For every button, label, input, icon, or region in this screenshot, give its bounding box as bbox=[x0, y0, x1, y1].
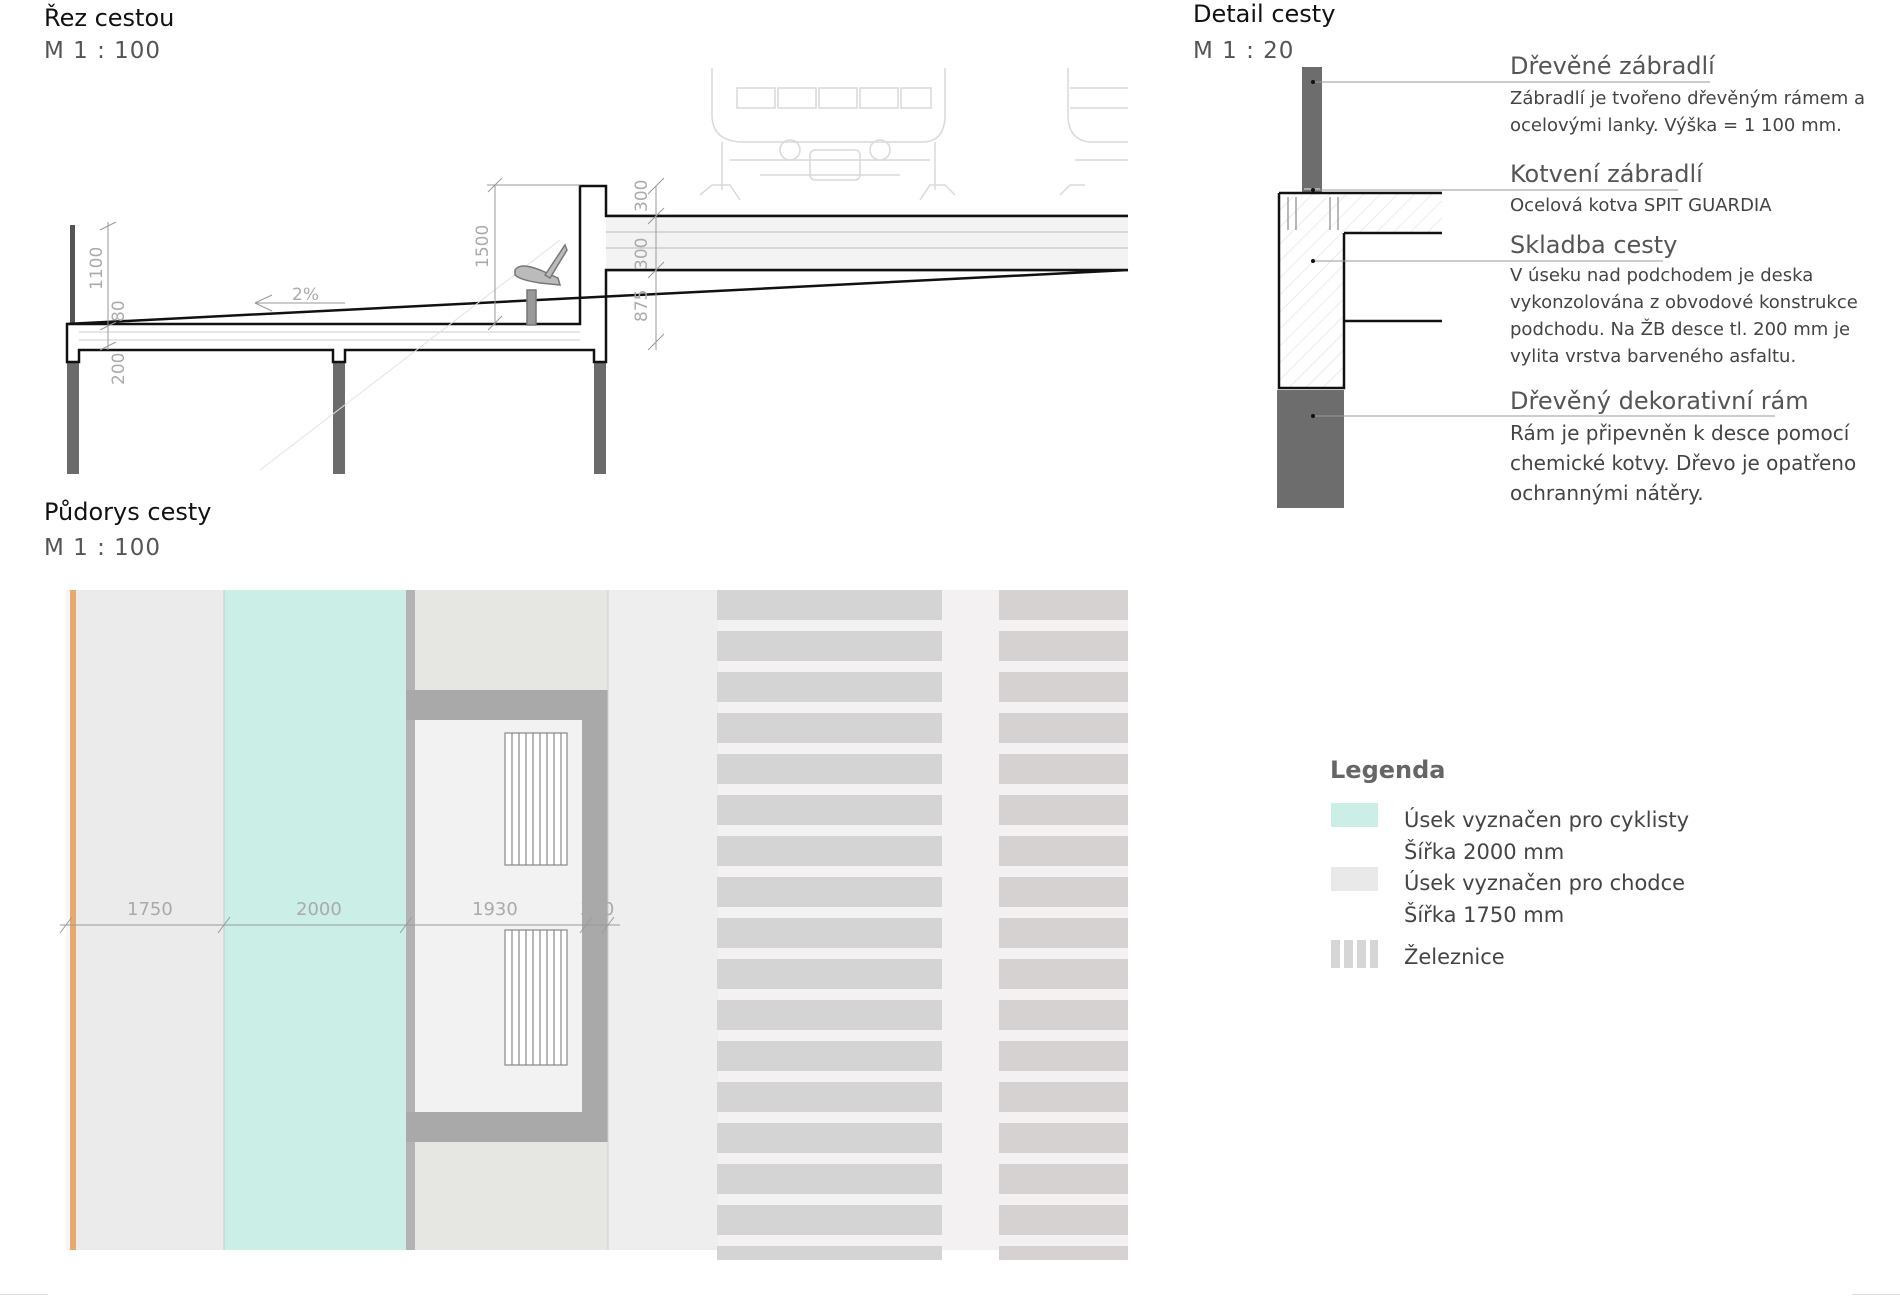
corner-mark-left bbox=[0, 1294, 48, 1295]
note-2-text: Ocelová kotva SPIT GUARDIA bbox=[1510, 195, 1772, 216]
detail-scale: M 1 : 20 bbox=[1193, 38, 1295, 64]
plan-dim-cycle: 2000 bbox=[296, 899, 342, 920]
dim-slope: 2% bbox=[292, 285, 319, 305]
legend-cycle-line1: Úsek vyznačen pro cyklisty bbox=[1404, 808, 1690, 832]
detail-drawing bbox=[1277, 67, 1775, 508]
dim-slab: 80 bbox=[109, 300, 129, 322]
note-3-text: V úseku nad podchodem je deska vykonzolo… bbox=[1510, 265, 1858, 367]
legend-pedestrian-line2: Šířka 1750 mm bbox=[1404, 903, 1565, 927]
rail-sleeper bbox=[999, 631, 1128, 661]
rail-sleeper bbox=[717, 795, 942, 825]
rail-sleeper bbox=[999, 590, 1128, 620]
rail-sleepers-right bbox=[999, 590, 1128, 1260]
dim-lower: 875 bbox=[632, 290, 652, 322]
pier-left bbox=[67, 362, 79, 474]
rail-sleeper bbox=[999, 1246, 1128, 1260]
rail-sleeper bbox=[717, 1000, 942, 1030]
rail-sleeper bbox=[717, 754, 942, 784]
legend-swatch-railway bbox=[1331, 940, 1378, 968]
legend-item-railway: Železnice bbox=[1404, 945, 1505, 969]
legend-item-pedestrian: Úsek vyznačen pro chodce Šířka 1750 mm bbox=[1404, 867, 1685, 931]
rail-sleeper bbox=[999, 672, 1128, 702]
note-1-text: Zábradlí je tvořeno dřevěným rámem a oce… bbox=[1510, 88, 1865, 136]
bench-section bbox=[514, 243, 568, 326]
train-ghost bbox=[699, 68, 1128, 201]
rail-sleeper bbox=[717, 672, 942, 702]
plan-cycle-lane bbox=[224, 590, 406, 1250]
rail-sleeper bbox=[999, 795, 1128, 825]
plan-drawing: 1750 2000 1930 300 bbox=[59, 590, 1128, 1260]
railway-swatch-icon bbox=[1331, 940, 1378, 968]
rail-sleeper bbox=[717, 1246, 942, 1260]
track-deck-fill bbox=[606, 216, 1128, 270]
legend-item-cycle: Úsek vyznačen pro cyklisty Šířka 2000 mm bbox=[1404, 804, 1689, 868]
rail-sleeper bbox=[717, 713, 942, 743]
plan-railing bbox=[70, 590, 76, 1250]
legend-cycle-line2: Šířka 2000 mm bbox=[1404, 840, 1565, 864]
rail-sleeper bbox=[717, 631, 942, 661]
detail-frame bbox=[1277, 390, 1344, 508]
dim-railing: 1100 bbox=[87, 247, 107, 290]
plan-platform bbox=[608, 590, 718, 1250]
rail-sleeper bbox=[999, 1205, 1128, 1235]
rail-sleeper bbox=[999, 713, 1128, 743]
detail-railing-post bbox=[1302, 67, 1322, 192]
plan-scale: M 1 : 100 bbox=[44, 535, 162, 561]
note-1-title: Dřevěné zábradlí bbox=[1510, 52, 1715, 80]
rail-sleeper bbox=[717, 836, 942, 866]
plan-pedestrian-lane bbox=[66, 590, 224, 1250]
plan-wall bbox=[406, 690, 608, 1142]
rail-sleeper bbox=[717, 1123, 942, 1153]
note-4-title: Dřevěný dekorativní rám bbox=[1510, 387, 1809, 415]
rail-sleeper bbox=[717, 1082, 942, 1112]
plan-dimensions bbox=[59, 916, 620, 934]
legend-swatch-cycle bbox=[1331, 803, 1378, 827]
section-title: Řez cestou bbox=[44, 4, 175, 32]
rail-sleeper bbox=[999, 1164, 1128, 1194]
pier-mid bbox=[333, 362, 345, 474]
rail-sleeper bbox=[717, 590, 942, 620]
rail-sleeper bbox=[999, 1000, 1128, 1030]
detail-leaders bbox=[1313, 81, 1775, 417]
section-scale: M 1 : 100 bbox=[44, 38, 162, 64]
rail-sleeper bbox=[999, 754, 1128, 784]
legend-swatch-pedestrian bbox=[1331, 867, 1378, 891]
plan-dim-wall: 300 bbox=[580, 899, 614, 920]
dim-mid: 300 bbox=[632, 238, 652, 270]
detail-title: Detail cesty bbox=[1193, 0, 1336, 28]
rail-sleepers-left bbox=[717, 590, 942, 1260]
rail-sleeper bbox=[999, 877, 1128, 907]
section-railing bbox=[70, 225, 75, 325]
plan-dim-pedestrian: 1750 bbox=[127, 899, 173, 920]
rail-sleeper bbox=[717, 959, 942, 989]
rail-sleeper bbox=[999, 1041, 1128, 1071]
legend-title: Legenda bbox=[1330, 756, 1446, 784]
plan-title: Půdorys cesty bbox=[44, 498, 212, 526]
plan-bench-2 bbox=[504, 929, 568, 1066]
dim-beam: 200 bbox=[109, 353, 129, 385]
note-2-title: Kotvení zábradlí bbox=[1510, 160, 1703, 188]
rail-sleeper bbox=[717, 918, 942, 948]
pier-right bbox=[594, 362, 606, 474]
note-3-title: Skladba cesty bbox=[1510, 231, 1678, 259]
rail-sleeper bbox=[999, 1123, 1128, 1153]
rail-sleeper bbox=[999, 836, 1128, 866]
dim-wall: 1500 bbox=[473, 225, 493, 268]
plan-bench-1 bbox=[504, 732, 568, 866]
rail-sleeper bbox=[999, 1082, 1128, 1112]
corner-mark-right bbox=[1852, 1294, 1900, 1295]
dim-top: 300 bbox=[632, 180, 652, 212]
rail-sleeper bbox=[717, 1041, 942, 1071]
rail-sleeper bbox=[717, 1205, 942, 1235]
slab-outline bbox=[65, 184, 1129, 364]
rail-sleeper bbox=[999, 959, 1128, 989]
rail-sleeper bbox=[717, 877, 942, 907]
legend-pedestrian-line1: Úsek vyznačen pro chodce bbox=[1404, 871, 1686, 895]
section-dimensions bbox=[99, 177, 665, 351]
plan-dim-bench-zone: 1930 bbox=[472, 899, 518, 920]
note-4-text: Rám je připevněn k desce pomocí chemické… bbox=[1510, 421, 1857, 505]
rail-sleeper bbox=[717, 1164, 942, 1194]
rail-sleeper bbox=[999, 918, 1128, 948]
section-drawing: 1100 80 200 1500 300 300 875 2% bbox=[65, 68, 1129, 474]
